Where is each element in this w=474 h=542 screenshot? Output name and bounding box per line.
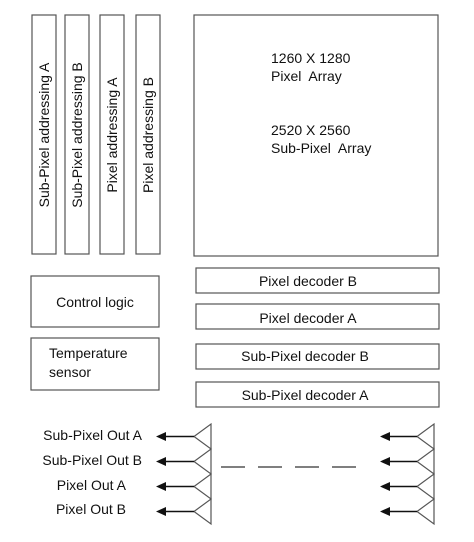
control-logic-label: Control logic (56, 294, 134, 310)
temperature-label-line2: sensor (49, 364, 91, 380)
temperature-sensor-block: Temperature sensor (30, 337, 160, 391)
subpixel-array-dims: 2520 X 2560 (271, 122, 351, 138)
pixel-array-dims: 1260 X 1280 (271, 50, 351, 66)
buffer-triangle (415, 447, 435, 476)
sub-pixel-addressing-b-label: Sub-Pixel addressing B (69, 62, 85, 208)
pixel-decoder-b-label: Pixel decoder B (259, 273, 357, 289)
buffer-triangle (192, 447, 212, 476)
arrow-head-icon (380, 507, 390, 516)
sub-pixel-addressing-a-block: Sub-Pixel addressing A (31, 14, 57, 255)
right-output-arrows (380, 432, 417, 516)
subpixel-out-a-label: Sub-Pixel Out A (43, 427, 142, 443)
arrow-head-icon (156, 457, 166, 466)
arrow-head-icon (156, 482, 166, 491)
arrow-head-icon (380, 432, 390, 441)
right-output-buffers (415, 422, 435, 526)
sub-pixel-addressing-a-label: Sub-Pixel addressing A (36, 62, 52, 207)
subpixel-decoder-a-label: Sub-Pixel decoder A (242, 387, 370, 403)
pixel-out-b-label: Pixel Out B (56, 501, 126, 517)
buffer-triangle (415, 497, 435, 526)
buffer-triangle (415, 472, 435, 501)
buffer-triangle (192, 497, 212, 526)
sub-pixel-addressing-b-block: Sub-Pixel addressing B (64, 14, 90, 255)
arrow-head-icon (380, 457, 390, 466)
left-output-arrows (156, 432, 194, 516)
pixel-addressing-a-label: Pixel addressing A (104, 77, 120, 193)
subpixel-array-name: Sub-Pixel Array (271, 140, 371, 156)
left-output-buffers (192, 422, 212, 526)
buffer-triangle (192, 422, 212, 451)
pixel-out-a-label: Pixel Out A (57, 477, 127, 493)
buffer-triangle (415, 422, 435, 451)
pixel-array-block: 1260 X 1280 Pixel Array 2520 X 2560 Sub-… (193, 14, 439, 257)
buffer-triangle (192, 472, 212, 501)
arrow-head-icon (156, 507, 166, 516)
arrow-head-icon (380, 482, 390, 491)
subpixel-decoder-b-label: Sub-Pixel decoder B (241, 348, 369, 364)
temperature-label-line1: Temperature (49, 345, 128, 361)
arrow-head-icon (156, 432, 166, 441)
control-logic-block: Control logic (30, 275, 160, 328)
pixel-addressing-a-block: Pixel addressing A (99, 14, 125, 255)
pixel-decoder-a-label: Pixel decoder A (259, 310, 357, 326)
pixel-array-name: Pixel Array (271, 68, 342, 84)
pixel-addressing-b-label: Pixel addressing B (140, 77, 156, 193)
subpixel-decoder-a-block: Sub-Pixel decoder A (195, 381, 440, 408)
pixel-decoder-a-block: Pixel decoder A (195, 303, 440, 330)
pixel-decoder-b-block: Pixel decoder B (195, 267, 440, 294)
subpixel-out-b-label: Sub-Pixel Out B (42, 452, 142, 468)
subpixel-decoder-b-block: Sub-Pixel decoder B (195, 343, 440, 370)
pixel-addressing-b-block: Pixel addressing B (135, 14, 161, 255)
